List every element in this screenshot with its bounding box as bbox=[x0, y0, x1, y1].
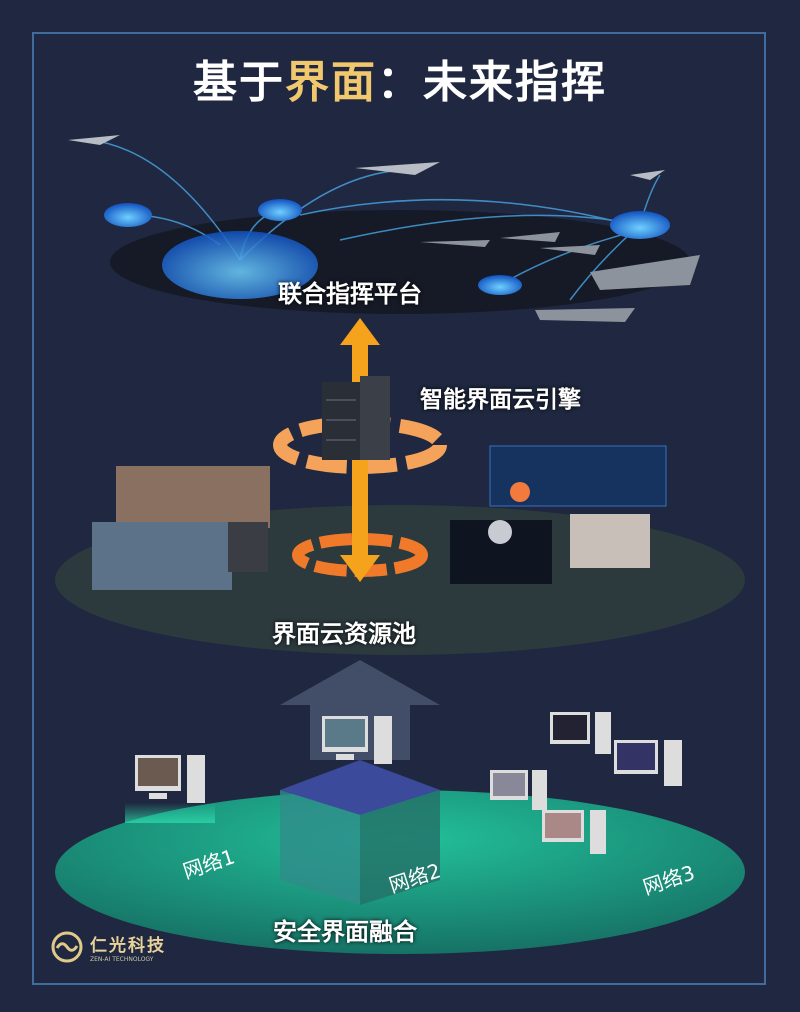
label-resource-pool: 界面云资源池 bbox=[272, 620, 416, 648]
logo-emblem-icon bbox=[51, 931, 83, 963]
dome-icon bbox=[610, 211, 670, 239]
label-cloud-engine: 智能界面云引擎 bbox=[420, 387, 581, 413]
dome-icon bbox=[104, 203, 152, 227]
server-icon bbox=[322, 376, 390, 460]
logo-subtitle: ZEN-AI TECHNOLOGY bbox=[90, 956, 154, 963]
title-part1: 基于 bbox=[193, 57, 285, 108]
title-highlight: 界面 bbox=[285, 57, 377, 108]
label-security-fusion: 安全界面融合 bbox=[273, 918, 417, 946]
upload-arrow bbox=[280, 660, 440, 760]
network2-pedestal bbox=[280, 760, 440, 905]
computer-icons bbox=[125, 712, 682, 854]
logo-name: 仁光科技 bbox=[90, 936, 166, 956]
dome-icon bbox=[258, 199, 302, 221]
border-frame bbox=[32, 32, 766, 985]
company-logo: 仁光科技 ZEN-AI TECHNOLOGY bbox=[50, 930, 166, 964]
screen-thumbnails bbox=[92, 445, 667, 590]
command-center-dome bbox=[162, 231, 318, 299]
label-command-platform: 联合指挥平台 bbox=[278, 280, 422, 308]
page-title: 基于界面：未来指挥 bbox=[0, 46, 800, 110]
aircraft-icons bbox=[68, 135, 665, 180]
title-part2: ：未来指挥 bbox=[377, 57, 607, 108]
dome-icon bbox=[478, 275, 522, 295]
ship-icons bbox=[420, 232, 700, 322]
